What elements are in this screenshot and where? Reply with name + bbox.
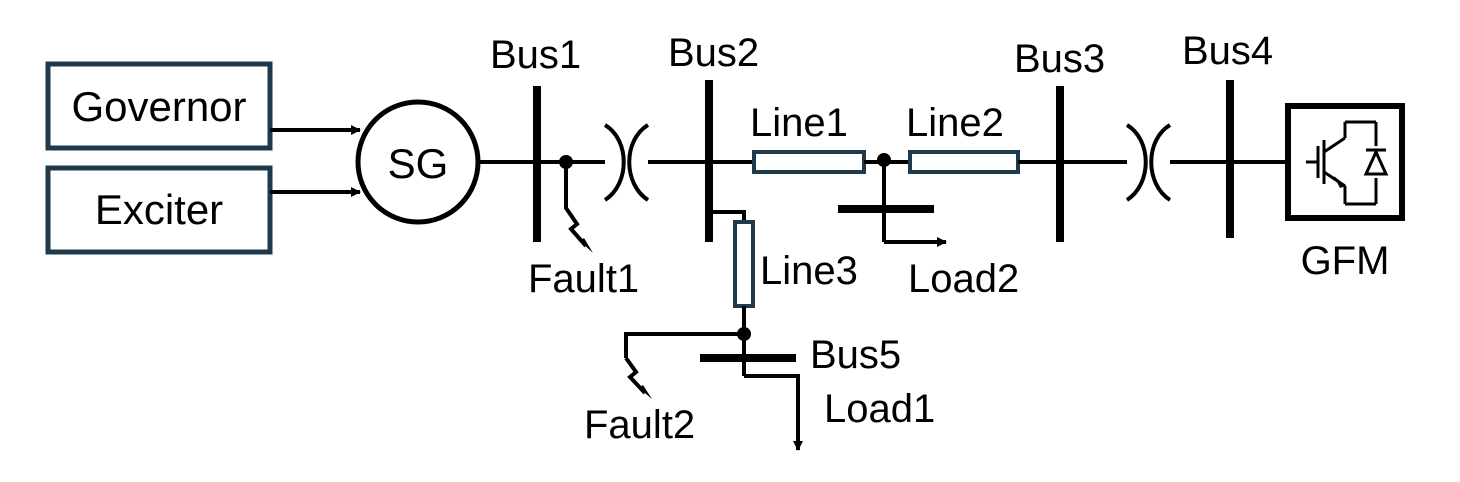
fault2-wire [624,332,744,358]
igbt-diode-icon [1306,120,1389,206]
bus2-to-line3-wire [709,210,746,222]
fault1-lightning-tip-icon [580,238,593,253]
bus2-label: Bus2 [668,31,759,75]
fault2-label: Fault2 [584,403,695,447]
fault1-label: Fault1 [528,257,639,301]
line3-label: Line3 [760,249,858,293]
line1-label: Line1 [750,101,848,145]
transformer2-icon [1125,123,1172,202]
fault2-lightning-icon [624,356,647,395]
fault1-lightning-icon [564,162,588,248]
load1-wire [744,374,800,436]
sg-label: SG [388,140,449,187]
gfm-inverter-block [1285,103,1405,221]
gfm-label: GFM [1301,239,1390,283]
synchronous-generator: SG [355,99,481,225]
bus4-label: Bus4 [1182,29,1273,73]
line1-impedance [752,150,866,174]
exciter-block: Exciter [45,165,273,255]
governor-block: Governor [45,61,273,151]
bus3-label: Bus3 [1014,37,1105,81]
fault2-lightning-tip-icon [639,385,652,399]
governor-label: Governor [71,83,246,130]
bus1-label: Bus1 [490,33,581,77]
transformer1-icon [603,123,650,202]
load1-label: Load1 [824,387,935,431]
load2-label: Load2 [908,257,1019,301]
exciter-label: Exciter [95,186,223,233]
line3-impedance [733,220,755,308]
line2-label: Line2 [906,101,1004,145]
igbt-emitter-arrow-icon [1334,176,1346,188]
line2-impedance [908,150,1020,174]
bus5-label: Bus5 [810,333,901,377]
